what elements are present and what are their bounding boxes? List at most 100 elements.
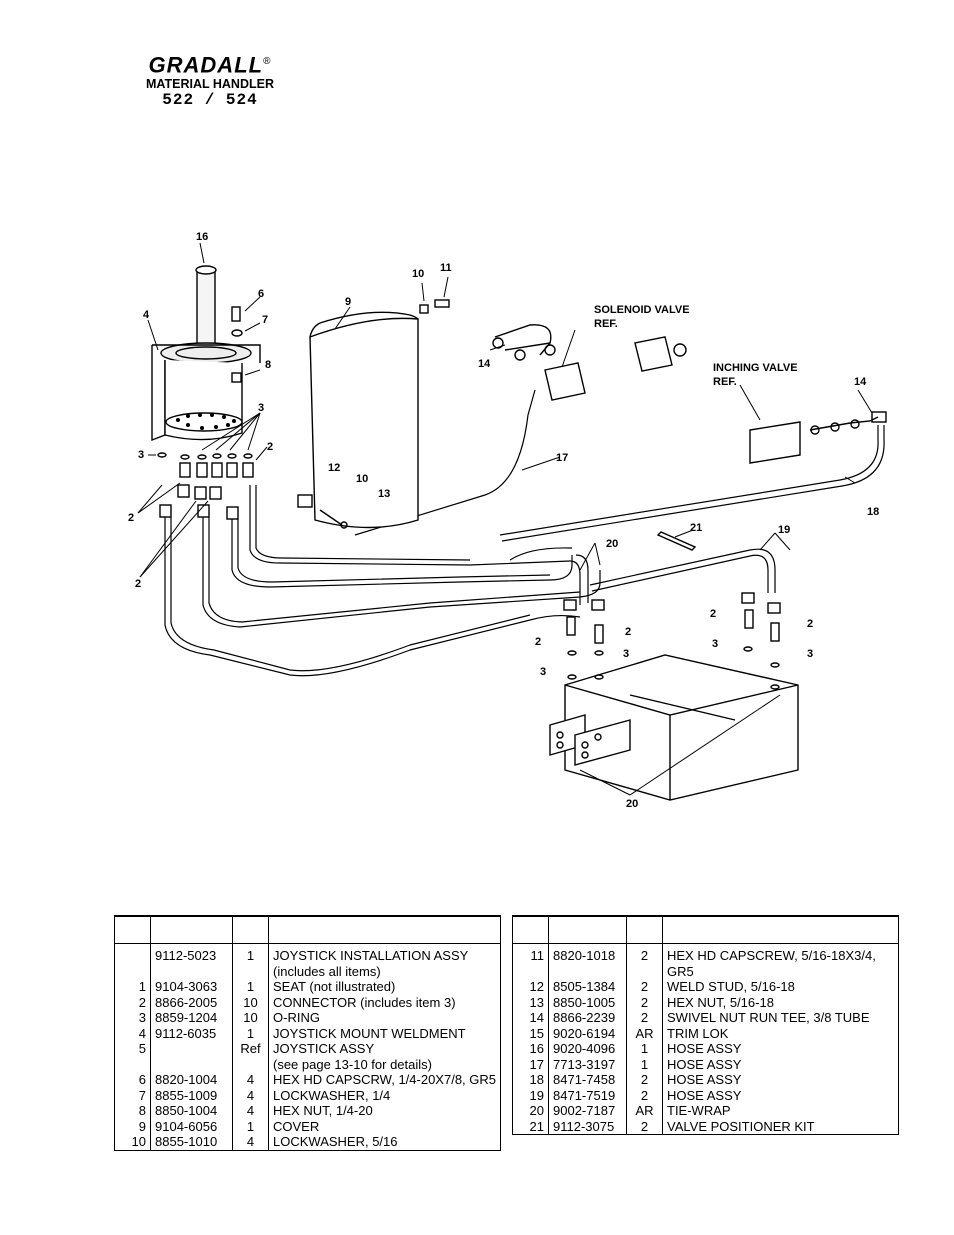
description: JOYSTICK MOUNT WELDMENT [268, 1025, 501, 1041]
description: TRIM LOK [662, 1025, 899, 1041]
item-number: 4 [114, 1025, 151, 1041]
part-number: 8505-1384 [548, 979, 627, 995]
part-number: 9020-6194 [548, 1025, 627, 1041]
part-number: 9112-6035 [150, 1025, 233, 1041]
part-number: 9112-3075 [548, 1118, 627, 1135]
quantity: 2 [626, 1010, 663, 1026]
item-number: 12 [512, 979, 549, 995]
quantity: Ref [232, 1041, 269, 1072]
item-number: 6 [114, 1072, 151, 1088]
callout-3b: 3 [138, 449, 144, 461]
quantity: 2 [626, 943, 663, 979]
item-number: 7 [114, 1087, 151, 1103]
item-number: 9 [114, 1118, 151, 1134]
hose-bundle [164, 389, 885, 677]
callout-17: 18 [867, 506, 879, 518]
callout-3f: 3 [623, 648, 629, 660]
part-number: 9002-7187 [548, 1103, 627, 1119]
description: O-RING [268, 1010, 501, 1026]
col-header [512, 915, 549, 944]
description: LOCKWASHER, 5/16 [268, 1134, 501, 1151]
description: HEX NUT, 5/16-18 [662, 994, 899, 1010]
item-number: 19 [512, 1087, 549, 1103]
col-header [150, 915, 233, 944]
part-number: 8855-1010 [150, 1134, 233, 1151]
item-number: 14 [512, 1010, 549, 1026]
tie-wrap [656, 531, 697, 551]
col-header [268, 915, 501, 944]
description-note: GR5 [667, 963, 694, 979]
item-number [114, 943, 151, 979]
quantity: 1 [626, 1056, 663, 1072]
quantity: 2 [626, 1087, 663, 1103]
quantity: 4 [232, 1072, 269, 1088]
quantity: 1 [232, 1118, 269, 1134]
callout-4: 4 [143, 309, 150, 321]
item-number: 17 [512, 1056, 549, 1072]
part-number: 9104-6056 [150, 1118, 233, 1134]
col-header [114, 915, 151, 944]
inching-valve-ref [749, 411, 887, 464]
callout-18: 19 [778, 524, 790, 536]
quantity: 1 [232, 943, 269, 979]
valve-fittings [563, 592, 781, 690]
callout-13: 13 [378, 488, 390, 500]
callout-16: 17 [556, 452, 568, 464]
quantity: 1 [232, 1025, 269, 1041]
description: HEX NUT, 1/4-20 [268, 1103, 501, 1119]
callout-5: 16 [196, 231, 208, 243]
solenoid-valve-ref [492, 324, 687, 401]
callout-2e: 2 [807, 618, 813, 630]
description: SEAT (not illustrated) [268, 979, 501, 995]
quantity: 2 [626, 1118, 663, 1135]
callout-2f: 2 [535, 636, 541, 648]
quantity: 4 [232, 1134, 269, 1151]
description: HOSE ASSY [662, 1041, 899, 1057]
description: VALVE POSITIONER KIT [662, 1118, 899, 1135]
col-header [548, 915, 627, 944]
description: JOYSTICK ASSY(see page 13-10 for details… [268, 1041, 501, 1072]
part-number: 9020-4096 [548, 1041, 627, 1057]
gradall-logo: GRADALL® MATERIAL HANDLER 522 / 524 [110, 50, 310, 110]
callout-2a: 2 [267, 441, 273, 453]
description: LOCKWASHER, 1/4 [268, 1087, 501, 1103]
part-number: 8855-1009 [150, 1087, 233, 1103]
col-header [662, 915, 899, 944]
callout-14a: 14 [478, 358, 491, 370]
col-header [626, 915, 663, 944]
description-note: (includes all items) [273, 963, 381, 979]
item-number: 11 [512, 943, 549, 979]
description: HOSE ASSY [662, 1056, 899, 1072]
solenoid-ref-line1: SOLENOID VALVE [594, 304, 690, 316]
brand-name: GRADALL® [148, 52, 272, 78]
description: CONNECTOR (includes item 3) [268, 994, 501, 1010]
quantity: AR [626, 1025, 663, 1041]
callout-12: 12 [328, 462, 340, 474]
part-number: 8820-1004 [150, 1072, 233, 1088]
part-number: 8859-1204 [150, 1010, 233, 1026]
part-number [150, 1041, 233, 1072]
inching-ref-line2: REF. [713, 376, 737, 388]
solenoid-ref-line2: REF. [594, 318, 618, 330]
item-number: 8 [114, 1103, 151, 1119]
item-number: 13 [512, 994, 549, 1010]
joystick-connectors [157, 452, 254, 520]
callout-leaders [137, 242, 873, 796]
callout-11: 11 [440, 262, 452, 274]
